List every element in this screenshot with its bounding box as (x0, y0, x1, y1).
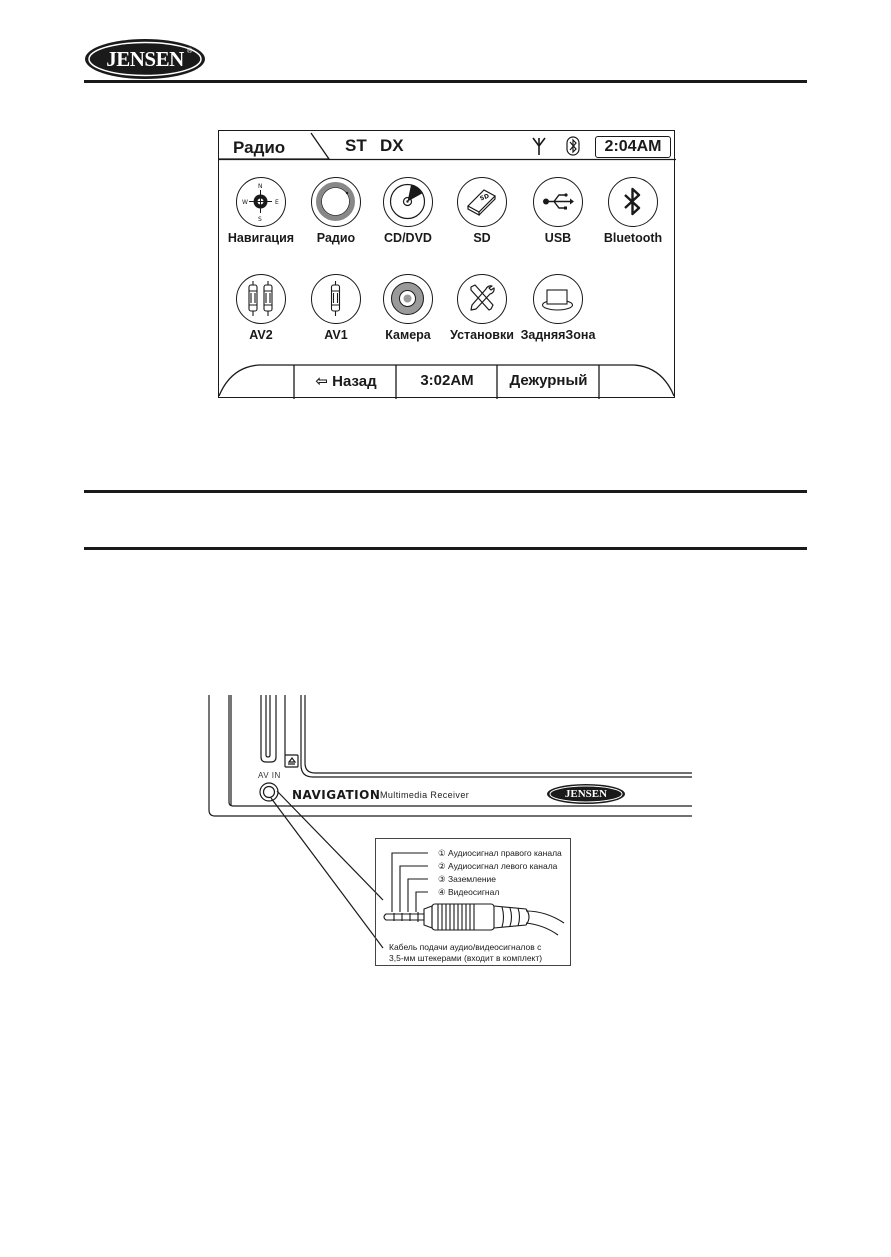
pin-3-label: ③ Заземление (438, 874, 496, 884)
tools-icon (457, 274, 507, 324)
rear-screen-icon (533, 274, 583, 324)
app-navigation[interactable]: N S W E Навигация (221, 177, 301, 245)
pin-1-label: ① Аудиосигнал правого канала (438, 848, 562, 858)
app-bluetooth[interactable]: Bluetooth (593, 177, 673, 245)
svg-text:S: S (258, 216, 262, 223)
screen-frame-lines (219, 132, 676, 399)
app-label: CD/DVD (384, 231, 432, 245)
app-label: Bluetooth (603, 231, 663, 245)
registered-mark: ® (187, 48, 193, 55)
head-unit-screen: Радио ST DX 2:04AM N S W E Навигация (218, 130, 676, 399)
device-jensen-logo (547, 784, 625, 804)
camera-lens-icon (383, 274, 433, 324)
screen-title: Радио (233, 138, 286, 157)
logo-text: JENSEN (106, 47, 184, 71)
svg-text:W: W (242, 199, 248, 206)
cable-caption-line-2: 3,5-мм штекерами (входит в комплект) (389, 953, 543, 963)
svg-text:SD: SD (479, 193, 490, 203)
usb-icon (533, 177, 583, 227)
disc-icon (383, 177, 433, 227)
app-label: USB (544, 231, 572, 245)
app-label: AV1 (324, 328, 348, 342)
pin-2-label: ② Аудиосигнал левого канала (438, 861, 558, 871)
dx-indicator: DX (380, 136, 404, 155)
app-label: Радио (316, 231, 356, 245)
section-rule-bottom (84, 547, 807, 550)
app-sd[interactable]: SD SD (442, 177, 522, 245)
device-logo-text: JENSEN (564, 788, 608, 800)
cable-caption: Кабель подачи аудио/видеосигналов с 3,5-… (389, 942, 569, 964)
app-usb[interactable]: USB (518, 177, 598, 245)
av-cable-callout: ① Аудиосигнал правого канала ② Аудиосигн… (375, 838, 571, 966)
app-av2[interactable]: AV2 (221, 274, 301, 342)
app-label: Навигация (227, 231, 295, 245)
av-cable-plug-drawing (383, 852, 565, 936)
bluetooth-icon (608, 177, 658, 227)
cable-caption-line-1: Кабель подачи аудио/видеосигналов с (389, 942, 542, 952)
stereo-indicator: ST (345, 136, 367, 155)
jensen-logo: JENSEN ® (84, 38, 206, 80)
radio-dial-icon (311, 177, 361, 227)
pin-4-label: ④ Видеосигнал (438, 887, 500, 897)
section-rule-top (84, 490, 807, 493)
antenna-icon (532, 137, 546, 155)
bluetooth-status-icon (566, 136, 580, 156)
app-camera[interactable]: Камера (368, 274, 448, 342)
app-settings[interactable]: Установки (442, 274, 522, 342)
app-label: Установки (450, 328, 514, 342)
app-radio[interactable]: Радио (296, 177, 376, 245)
compass-icon: N S W E (236, 177, 286, 227)
navigation-brand-text: NAVIGATION (292, 788, 381, 802)
bottom-time: 3:02AM (420, 372, 474, 389)
device-front-panel-illustration (208, 695, 692, 949)
app-label: Камера (385, 328, 431, 342)
app-label: ЗадняяЗона (520, 328, 596, 342)
svg-text:E: E (275, 199, 279, 206)
standby-button[interactable]: Дежурный (509, 372, 588, 389)
header-rule (84, 80, 807, 83)
app-av1[interactable]: AV1 (296, 274, 376, 342)
app-rear-zone[interactable]: ЗадняяЗона (518, 274, 598, 342)
multimedia-receiver-text: Multimedia Receiver (380, 790, 470, 800)
status-clock: 2:04AM (595, 136, 671, 158)
dual-rca-icon (236, 274, 286, 324)
av-in-label: AV IN (258, 771, 281, 780)
back-button[interactable]: ⇦ Назад (315, 373, 377, 390)
app-cd-dvd[interactable]: CD/DVD (368, 177, 448, 245)
app-label: AV2 (249, 328, 273, 342)
rca-icon (311, 274, 361, 324)
svg-text:N: N (258, 183, 263, 190)
app-label: SD (473, 231, 491, 245)
sd-card-icon: SD (457, 177, 507, 227)
